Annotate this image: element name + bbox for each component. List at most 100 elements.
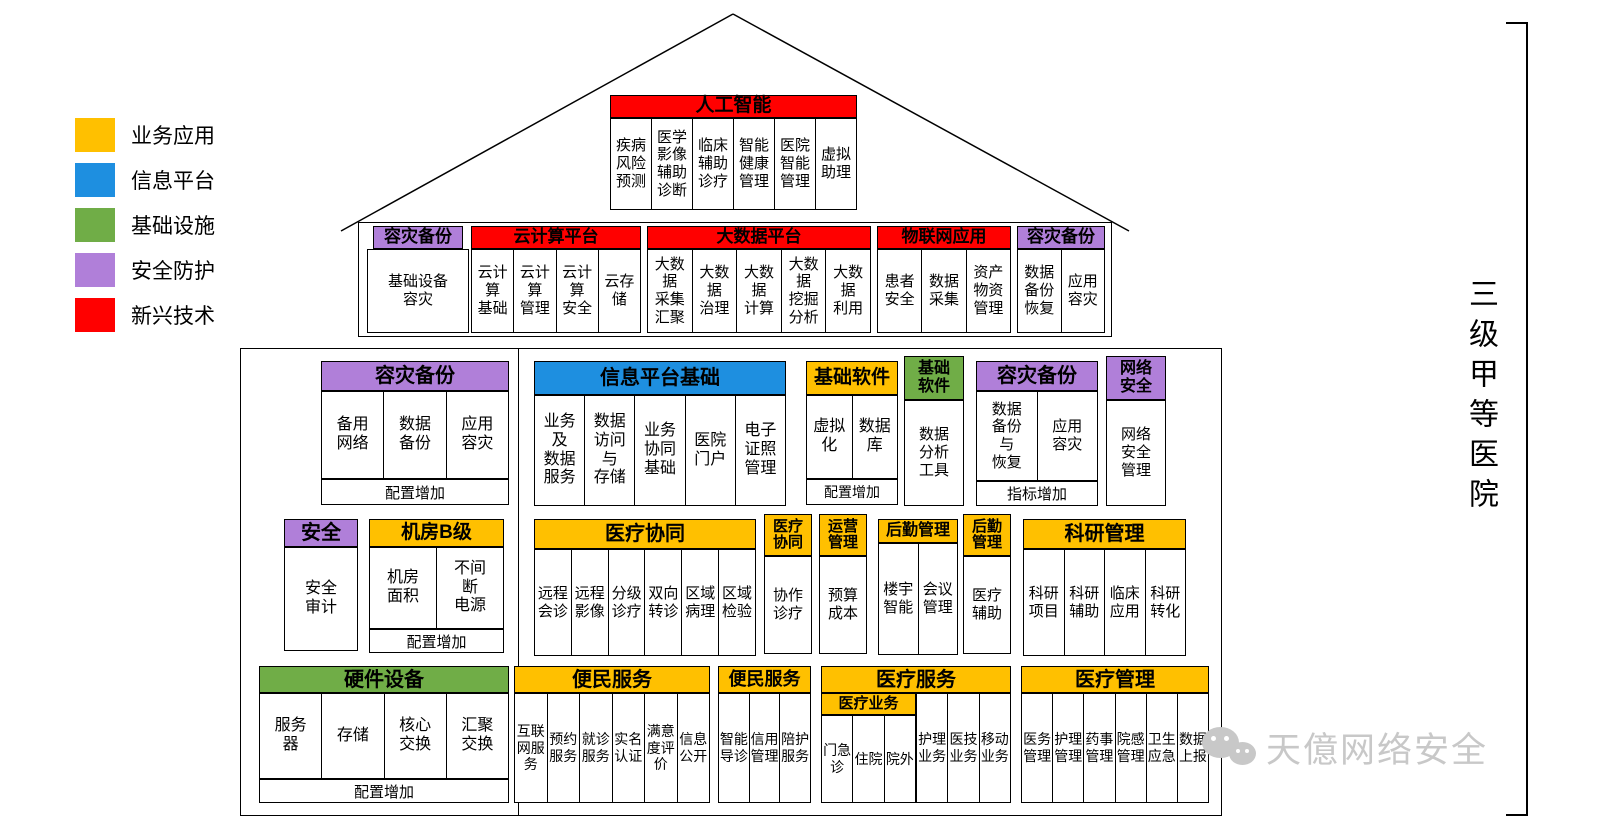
medical-mgmt-header: 医疗管理 xyxy=(1021,666,1209,693)
legend-label: 基础设施 xyxy=(131,215,215,238)
public-service-cell: 满意 度评 价 xyxy=(644,694,677,802)
logistics2-header: 后勤 管理 xyxy=(963,514,1011,556)
medical-service-cell: 移动 业务 xyxy=(978,694,1010,802)
base-software-footer: 配置增加 xyxy=(806,479,898,505)
server-room-header: 机房B级 xyxy=(369,519,504,547)
legend-swatch-business xyxy=(75,118,115,152)
dr-backup-cell: 应用 容灾 xyxy=(445,392,508,478)
public-service-header: 便民服务 xyxy=(514,666,710,693)
ai-cell: 临床 辅助 诊疗 xyxy=(692,119,733,209)
band-dr-backup2-header: 容灾备份 xyxy=(1017,226,1105,249)
info-platform-cell: 电子 证照 管理 xyxy=(734,396,785,505)
legend-item: 业务应用 xyxy=(75,118,215,152)
budget-cost-cell: 预算 成本 xyxy=(827,587,858,622)
public-service2-cell: 智能 导诊 xyxy=(719,731,748,764)
medical-business-subheader: 医疗业务 xyxy=(821,693,916,715)
medical-collab2-cells: 协作 诊疗 xyxy=(764,556,812,654)
hardware-cell: 服务 器 xyxy=(274,717,307,753)
security-audit-cell: 安全 审计 xyxy=(304,580,337,616)
band-iot-cells: 患者 安全数据 采集资产 物资 管理 xyxy=(877,249,1011,333)
watermark-text: 天億网络安全 xyxy=(1266,731,1489,770)
dr-backup2-cell: 应用 容灾 xyxy=(1036,392,1098,480)
public-service2-cells: 智能 导诊信用 管理陪护 服务 xyxy=(718,693,811,803)
logistics-cell: 会议 管理 xyxy=(917,544,958,654)
legend-item: 信息平台 xyxy=(75,163,215,197)
band-cell: 大数 据 计算 xyxy=(736,250,781,332)
medical-service-cell: 医技 业务 xyxy=(947,694,978,802)
band-cell: 云计 算 安全 xyxy=(555,250,598,332)
band-cell: 数据 采集 xyxy=(921,250,965,332)
medical-mgmt-cell: 卫生 应急 xyxy=(1145,694,1177,802)
info-platform-header: 信息平台基础 xyxy=(534,361,786,395)
medical-collab-cell: 远程 影像 xyxy=(570,550,608,655)
wechat-icon xyxy=(1202,724,1258,772)
medical-collab-cell: 远程 会诊 xyxy=(537,584,568,620)
collab-care-cell: 协作 诊疗 xyxy=(772,587,803,622)
ai-cells: 疾病 风险 预测医学 影像 辅助 诊断临床 辅助 诊疗智能 健康 管理医院 智能… xyxy=(610,118,857,210)
hardware-cells: 服务 器存储核心 交换汇聚 交换 xyxy=(259,693,509,779)
ai-cell: 虚拟 助理 xyxy=(815,119,856,209)
server-room-cell: 不间 断 电源 xyxy=(436,548,503,628)
legend: 业务应用 信息平台 基础设施 安全防护 新兴技术 xyxy=(75,118,215,343)
info-platform-cells: 业务 及 数据 服务数据 访问 与 存储业务 协同 基础医院 门户电子 证照 管… xyxy=(534,395,786,506)
band-cell: 大数 据 利用 xyxy=(825,250,870,332)
band-bigdata-header: 大数据平台 xyxy=(647,226,871,249)
medical-business-cell: 门急 诊 xyxy=(823,742,852,775)
band-cell: 云计 算 管理 xyxy=(513,250,555,332)
medical-service-header: 医疗服务 xyxy=(821,666,1011,693)
legend-item: 安全防护 xyxy=(75,253,215,287)
medical-collab2-header: 医疗 协同 xyxy=(764,514,812,556)
legend-label: 安全防护 xyxy=(131,260,215,283)
band-cell: 大数 据 采集 汇聚 xyxy=(654,255,685,326)
logistics-header: 后勤管理 xyxy=(878,519,958,543)
public-service-cell: 互联 网服 务 xyxy=(516,723,545,773)
legend-label: 信息平台 xyxy=(131,170,215,193)
info-platform-cell: 业务 协同 基础 xyxy=(634,396,684,505)
medical-service-cells: 护理 业务医技 业务移动 业务 xyxy=(916,693,1011,803)
band-cell: 资产 物资 管理 xyxy=(965,250,1010,332)
base-software-cell: 虚拟 化 xyxy=(813,418,846,454)
band-cell: 云计 算 基础 xyxy=(477,264,508,317)
medical-collab-cell: 区域 病理 xyxy=(681,550,718,655)
band-cell: 应用 容灾 xyxy=(1060,250,1105,332)
public-service2-header: 便民服务 xyxy=(718,666,811,693)
network-security-cell: 网络 安全 管理 xyxy=(1120,426,1151,479)
band-bigdata-cells: 大数 据 采集 汇聚大数 据 治理大数 据 计算大数 据 挖掘 分析大数 据 利… xyxy=(647,249,871,333)
base-software-green-cells: 数据 分析 工具 xyxy=(904,400,964,506)
ai-cell: 医学 影像 辅助 诊断 xyxy=(651,119,692,209)
dr-backup-cell: 备用 网络 xyxy=(336,416,369,452)
band-cell: 大数 据 挖掘 分析 xyxy=(780,250,826,332)
band-cell: 患者 安全 xyxy=(884,273,915,308)
medical-mgmt-cell: 护理 管理 xyxy=(1052,694,1083,802)
ai-cell: 疾病 风险 预测 xyxy=(615,137,646,190)
hardware-footer: 配置增加 xyxy=(259,779,509,803)
public-service2-cell: 陪护 服务 xyxy=(779,694,810,802)
dr-backup-header: 容灾备份 xyxy=(321,361,509,391)
info-platform-cell: 医院 门户 xyxy=(684,396,735,505)
network-security-cells: 网络 安全 管理 xyxy=(1106,400,1166,506)
dr-backup2-header: 容灾备份 xyxy=(976,361,1098,391)
medical-business-cell: 院外 xyxy=(883,716,915,802)
medical-collab-cells: 远程 会诊远程 影像分级 诊疗双向 转诊区域 病理区域 检验 xyxy=(534,549,756,656)
network-security-header: 网络 安全 xyxy=(1106,356,1166,400)
info-platform-cell: 业务 及 数据 服务 xyxy=(543,412,576,487)
research-cell: 临床 应用 xyxy=(1104,550,1145,655)
server-room-cells: 机房 面积不间 断 电源 xyxy=(369,547,504,629)
logistics2-cells: 医疗 辅助 xyxy=(963,556,1011,654)
legend-swatch-infrastructure xyxy=(75,208,115,242)
hardware-cell: 存储 xyxy=(321,694,383,778)
medical-mgmt-cell: 数据 上报 xyxy=(1176,694,1208,802)
medical-collab-cell: 分级 诊疗 xyxy=(607,550,645,655)
dr-backup-cells: 备用 网络数据 备份应用 容灾 xyxy=(321,391,509,479)
public-service-cell: 预约 服务 xyxy=(546,694,580,802)
public-service-cell: 就诊 服务 xyxy=(579,694,612,802)
legend-item: 基础设施 xyxy=(75,208,215,242)
hardware-cell: 汇聚 交换 xyxy=(445,694,508,778)
medical-service-cell: 护理 业务 xyxy=(918,731,947,764)
wechat-bubble-small xyxy=(1229,741,1256,765)
medical-mgmt-cell: 药事 管理 xyxy=(1083,694,1114,802)
server-room-footer: 配置增加 xyxy=(369,629,504,653)
dr-backup-cell: 数据 备份 xyxy=(383,392,445,478)
dr-backup2-footer: 指标增加 xyxy=(976,481,1098,506)
